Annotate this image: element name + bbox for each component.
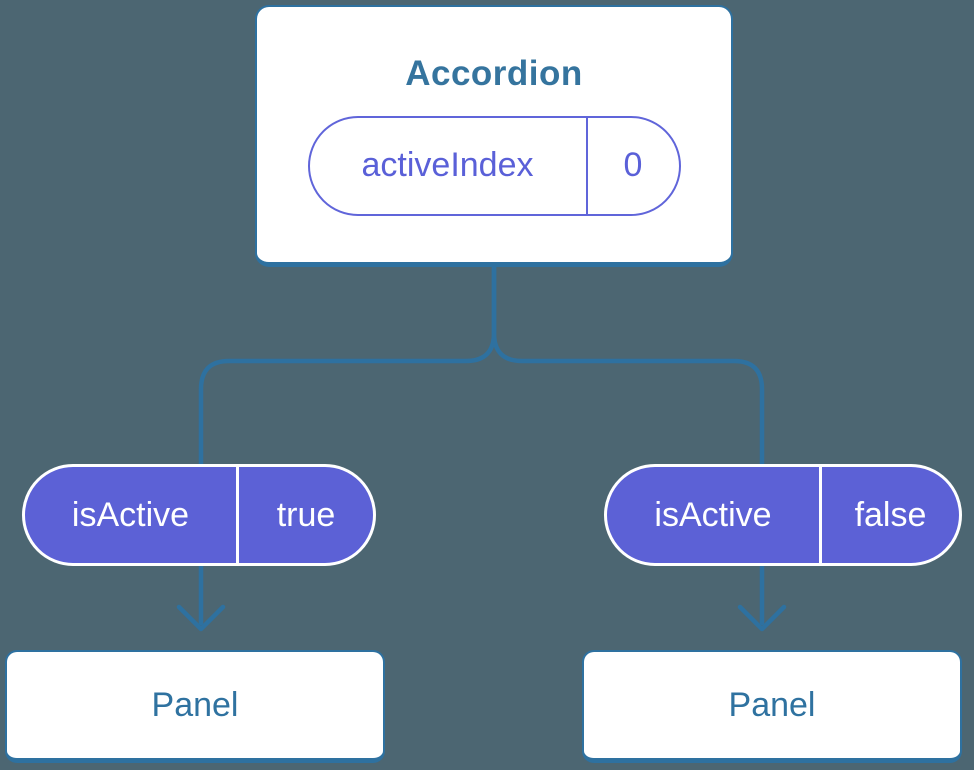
right-panel-node: Panel [582, 650, 962, 763]
accordion-node: Accordion activeIndex 0 [255, 5, 733, 267]
state-value: false [854, 495, 927, 534]
state-value: 0 [623, 146, 643, 184]
edge-root-to-left-child [198, 262, 497, 626]
edge-root-to-right-child [491, 262, 765, 626]
state-value: true [276, 495, 336, 534]
state-name: activeIndex [310, 117, 588, 214]
panel-node-title: Panel [728, 685, 816, 724]
state-name: isActive [607, 467, 822, 563]
arrowhead-left-icon [176, 604, 226, 632]
right-child-state-pill: isActive false [604, 464, 962, 566]
panel-node-title: Panel [151, 685, 239, 724]
root-state-pill: activeIndex 0 [307, 115, 681, 216]
left-panel-node: Panel [5, 650, 385, 763]
arrowhead-right-icon [737, 604, 787, 632]
state-name: isActive [25, 467, 239, 563]
left-child-state-pill: isActive true [22, 464, 376, 566]
accordion-node-title: Accordion [405, 53, 583, 93]
